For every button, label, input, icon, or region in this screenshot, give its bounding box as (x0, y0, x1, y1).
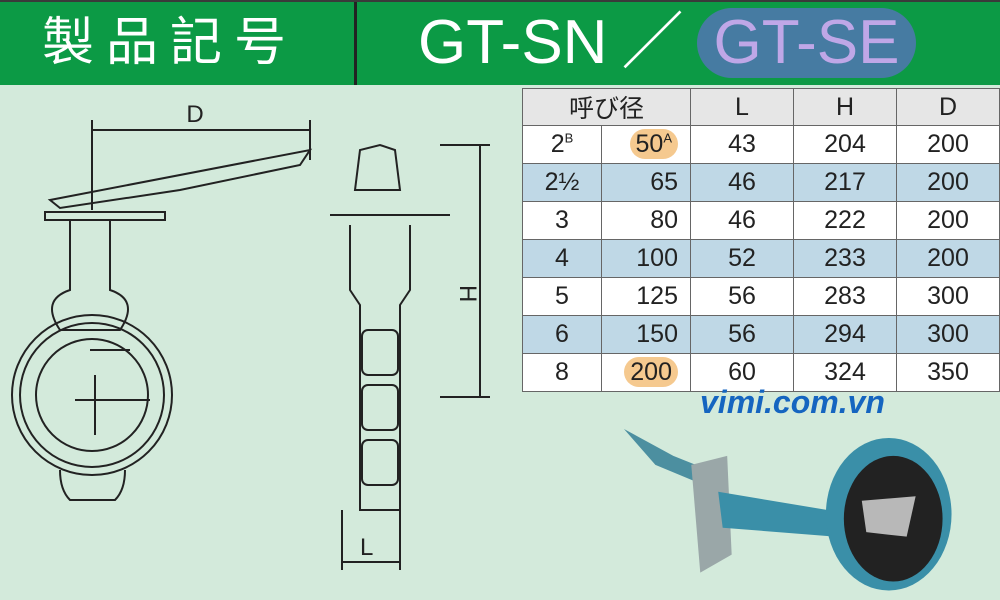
cell-l: 43 (690, 125, 794, 164)
valve-front-drawing: D (11, 101, 313, 501)
table-row: 6 150 56 294 300 (522, 315, 1000, 354)
table-row: 8 200 60 324 350 (522, 353, 1000, 392)
cell-d: 300 (896, 277, 1000, 316)
cell-l: 56 (690, 277, 794, 316)
table-header-row: 呼び径 L H D (522, 88, 1000, 126)
header-bar: 製品記号 GT-SN／GT-SE (0, 0, 1000, 85)
cell-l: 46 (690, 163, 794, 202)
product-code-label: 製品記号 (42, 13, 299, 73)
cell-d: 300 (896, 315, 1000, 354)
valve-side-drawing: H L (330, 143, 490, 570)
table-row: 2½ 65 46 217 200 (522, 163, 1000, 202)
cell-h: 204 (793, 125, 897, 164)
cell-d: 200 (896, 201, 1000, 240)
cell-h: 233 (793, 239, 897, 278)
cell-d: 200 (896, 163, 1000, 202)
cell-mm: 150 (601, 315, 691, 354)
cell-inch: 8 (522, 353, 602, 392)
cell-d: 200 (896, 239, 1000, 278)
cell-l: 60 (690, 353, 794, 392)
cell-d: 350 (896, 353, 1000, 392)
cell-mm: 80 (601, 201, 691, 240)
cell-l: 46 (690, 201, 794, 240)
cell-inch: 2½ (522, 163, 602, 202)
cell-inch: 6 (522, 315, 602, 354)
cell-h: 324 (793, 353, 897, 392)
cell-inch: 5 (522, 277, 602, 316)
cell-d: 200 (896, 125, 1000, 164)
cell-inch: 2B (522, 125, 602, 164)
cell-inch: 3 (522, 201, 602, 240)
table-row: 3 80 46 222 200 (522, 201, 1000, 240)
table-row: 4 100 52 233 200 (522, 239, 1000, 278)
watermark: vimi.com.vn (700, 384, 885, 420)
model-separator: ／ (621, 8, 684, 77)
cell-mm: 100 (601, 239, 691, 278)
cell-l: 56 (690, 315, 794, 354)
model-gt-se-highlighted: GT-SE (697, 8, 916, 78)
header-divider (354, 2, 357, 85)
header-h: H (793, 88, 897, 126)
cell-mm: 125 (601, 277, 691, 316)
header-nominal-size: 呼び径 (522, 88, 691, 126)
dim-l-label: L (360, 534, 373, 561)
table-row: 5 125 56 283 300 (522, 277, 1000, 316)
cell-h: 283 (793, 277, 897, 316)
valve-photo (623, 428, 952, 591)
dim-h-label: H (454, 285, 481, 302)
model-gt-sn: GT-SN (418, 8, 608, 77)
cell-h: 294 (793, 315, 897, 354)
cell-mm: 65 (601, 163, 691, 202)
header-l: L (690, 88, 794, 126)
cell-mm: 200 (601, 353, 691, 392)
cell-h: 217 (793, 163, 897, 202)
model-codes: GT-SN／GT-SE (418, 8, 916, 78)
header-d: D (896, 88, 1000, 126)
dim-d-label: D (186, 101, 203, 128)
cell-l: 52 (690, 239, 794, 278)
table-row: 2B 50A 43 204 200 (522, 125, 1000, 164)
cell-inch: 4 (522, 239, 602, 278)
cell-mm: 50A (601, 125, 691, 164)
cell-h: 222 (793, 201, 897, 240)
